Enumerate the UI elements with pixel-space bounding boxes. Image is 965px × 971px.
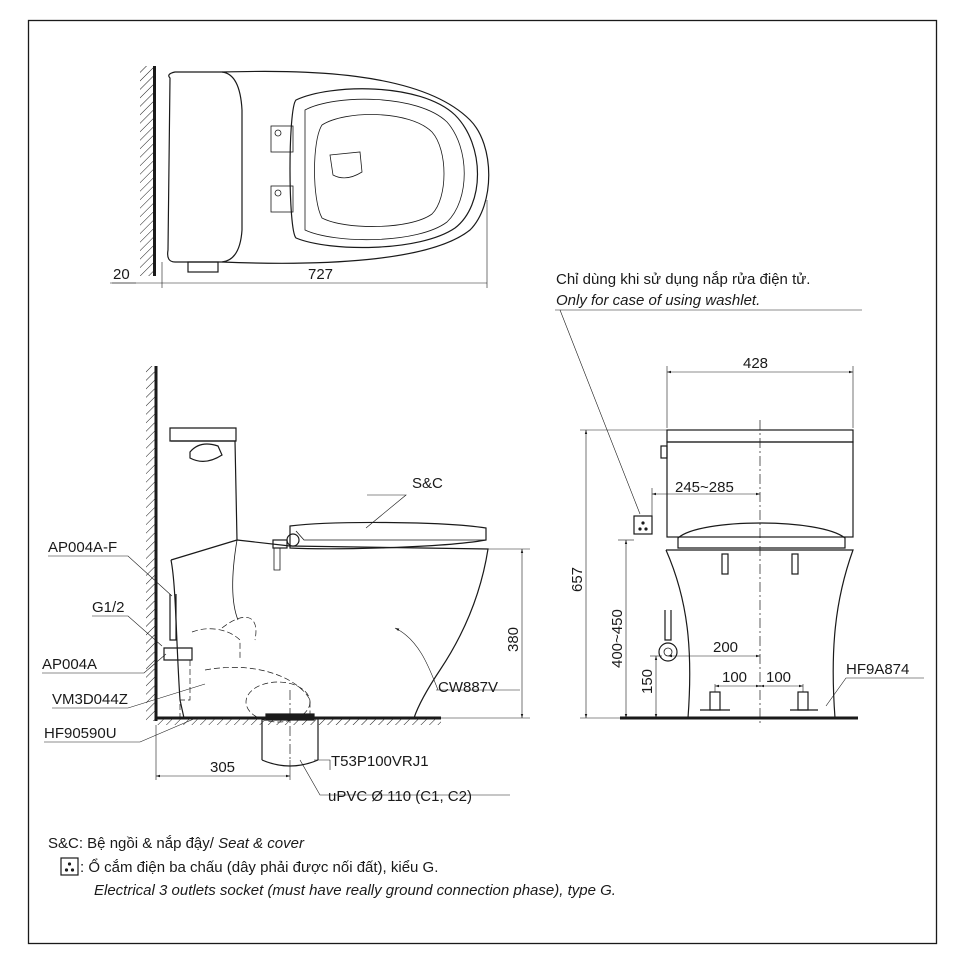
note-washlet-vi: Chỉ dùng khi sử dụng nắp rửa điện tử. <box>556 271 810 288</box>
leader-sc <box>365 494 407 529</box>
side-tank-lid <box>169 427 237 442</box>
legend-socket-en: Electrical 3 outlets socket (must have r… <box>94 882 616 899</box>
note-washlet-en: Only for case of using washlet. <box>556 292 760 309</box>
top-dim-wall: 20 <box>113 266 130 283</box>
label-ap004a: AP004A <box>42 656 97 673</box>
side-wall-hatch <box>146 366 156 721</box>
leader-ap004a-f <box>48 555 173 597</box>
leader-hf9a874 <box>825 677 924 707</box>
legend-sc-prefix: S&C: Bệ ngồi & nắp đậy/ <box>48 835 218 852</box>
front-seat <box>677 522 846 549</box>
top-hinge-lower <box>270 185 294 213</box>
top-dim-length: 727 <box>308 266 333 283</box>
front-dim-socket-range: 245~285 <box>675 479 734 496</box>
label-cw887v: CW887V <box>438 679 498 696</box>
leader-g12 <box>92 615 163 647</box>
label-g12: G1/2 <box>92 599 125 616</box>
front-dim-width: 428 <box>743 355 768 372</box>
front-view <box>555 309 924 724</box>
front-electrical-socket <box>633 515 653 535</box>
top-tank <box>167 71 243 263</box>
legend-sc: S&C: Bệ ngồi & nắp đậy/ Seat & cover <box>48 835 305 852</box>
front-dim-supply-height: 150 <box>639 669 656 694</box>
label-t53p100vrj1: T53P100VRJ1 <box>331 753 429 770</box>
side-flush-lever <box>189 443 223 462</box>
side-seat-cover <box>289 521 487 550</box>
label-upvc: uPVC Ø 110 (C1, C2) <box>328 788 472 805</box>
top-seat <box>289 88 479 249</box>
top-bowl-outlet <box>329 151 363 179</box>
label-hf9a874: HF9A874 <box>846 661 909 678</box>
top-water-inlet <box>187 261 219 273</box>
top-hinge-upper <box>270 125 294 153</box>
front-stop-valve <box>658 642 678 662</box>
side-drain-outlet <box>245 681 311 723</box>
front-dim-socket-height: 400~450 <box>609 609 626 668</box>
side-dim-height: 380 <box>505 627 522 652</box>
legend-sc-en: Seat & cover <box>218 835 305 852</box>
front-bowl-body <box>665 549 691 719</box>
legend-socket-icon <box>60 857 79 876</box>
side-seat-hinge <box>286 533 300 547</box>
legend-socket-vi: : Ổ cắm điện ba chấu (dây phải được nối … <box>80 858 438 876</box>
top-view <box>110 66 490 288</box>
front-dim-bolt-right: 100 <box>766 669 791 686</box>
front-dim-offset: 200 <box>713 639 738 656</box>
leader-ap004a <box>42 653 167 674</box>
side-floor-hatch <box>156 718 441 725</box>
leader-hf90590u <box>44 717 197 743</box>
top-body <box>221 70 490 264</box>
front-dim-height: 657 <box>569 567 586 592</box>
label-vm3d044z: VM3D044Z <box>52 691 128 708</box>
label-hf90590u: HF90590U <box>44 725 117 742</box>
front-dim-bolt-left: 100 <box>722 669 747 686</box>
top-wall-hatch <box>140 66 154 276</box>
front-supply-hose <box>664 610 672 641</box>
leader-upvc <box>299 759 510 796</box>
side-tank <box>170 440 238 561</box>
side-view <box>42 366 530 796</box>
label-ap004a-f: AP004A-F <box>48 539 117 556</box>
label-sc: S&C <box>412 475 443 492</box>
drawing-frame <box>27 19 938 945</box>
leader-vm3d044z <box>52 683 206 709</box>
side-supply-hose <box>169 594 177 641</box>
side-bowl-body <box>236 539 489 719</box>
side-dim-rough-in: 305 <box>210 759 235 776</box>
